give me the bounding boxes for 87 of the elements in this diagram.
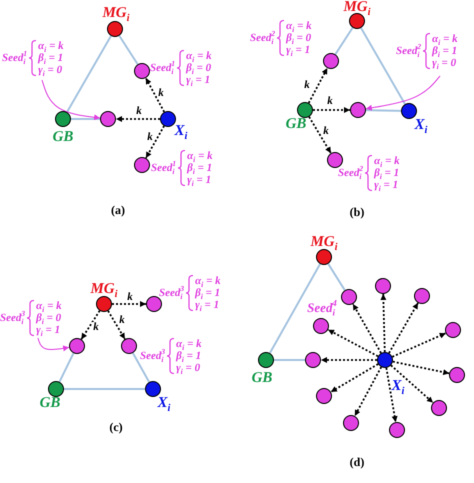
node-label: MG$_{i}$: [310, 234, 338, 250]
edge-label: k: [126, 292, 134, 302]
node-label: X$_{i}$: [174, 124, 188, 138]
dotted-arrow: [145, 78, 165, 112]
leader-arrow: [42, 80, 101, 120]
node-label: X$_{i}$: [392, 378, 404, 394]
dotted-arrow: [308, 68, 328, 104]
equation: α$_{i}$ = k: [36, 300, 62, 312]
equation: β$_{i}$ = 1: [195, 287, 221, 299]
dotted-arrow: [328, 328, 378, 358]
equation: α$_{i}$ = k: [187, 150, 213, 162]
equation: γ$_{i}$ = 1: [186, 74, 212, 86]
connector-line: [274, 359, 305, 361]
equation: β$_{i}$ = 1: [38, 52, 64, 64]
equation: γ$_{i}$ = 0: [432, 57, 458, 69]
connector-line: [327, 263, 346, 291]
connector-line: [366, 109, 402, 112]
connector-line: [71, 118, 100, 120]
equation: γ$_{i}$ = 1: [374, 179, 400, 191]
equation: α$_{i}$ = k: [195, 275, 221, 287]
node-label: GB: [252, 370, 272, 386]
equation: β$_{i}$ = 1: [187, 162, 213, 174]
edge-label: k: [146, 132, 154, 142]
node-label: X$_{i}$: [414, 118, 428, 132]
edge-label: k: [322, 126, 330, 136]
dotted-arrow: [116, 116, 160, 122]
edge-label: k: [92, 322, 100, 332]
dotted-arrow: [107, 310, 126, 340]
equation: β$_{i}$ = 0: [36, 312, 62, 324]
equation: β$_{i}$ = 1: [432, 45, 458, 57]
dotted-arrow: [392, 360, 450, 376]
node-label: X$_{i}$: [158, 396, 170, 410]
dotted-arrow: [352, 304, 382, 354]
connector-line: [66, 35, 112, 113]
equation: γ$_{i}$ = 1: [36, 324, 62, 336]
equation: γ$_{i}$ = 1: [187, 174, 212, 186]
dotted-arrow: [392, 332, 446, 358]
panel-caption: (b): [350, 206, 364, 218]
equation: α$_{i}$ = k: [374, 155, 400, 167]
connector-line: [132, 352, 150, 382]
dotted-arrow: [112, 301, 146, 307]
leader-arrow: [38, 338, 70, 352]
equation: β$_{i}$ = 1: [374, 167, 400, 179]
edge-label: k: [135, 106, 143, 116]
connector-line: [64, 388, 145, 390]
edge-label: k: [118, 314, 126, 326]
equation: γ$_{i}$ = 1: [195, 299, 220, 311]
connector-line: [58, 352, 74, 382]
edge-label: k: [157, 88, 165, 98]
equation: γ$_{i}$ = 1: [286, 44, 312, 56]
leader-arrow: [365, 76, 440, 111]
equation: α$_{i}$ = k: [38, 40, 64, 52]
equation: α$_{i}$ = k: [176, 338, 202, 350]
dotted-arrow: [380, 294, 386, 352]
panel-caption: (d): [350, 456, 364, 468]
connector-line: [334, 27, 354, 55]
dotted-arrow: [308, 116, 332, 154]
equation: β$_{i}$ = 0: [186, 62, 212, 74]
equation: γ$_{i}$ = 0: [38, 64, 64, 76]
panel-caption: (a): [111, 204, 125, 216]
connector-line: [360, 27, 406, 105]
edge-label: k: [303, 80, 311, 90]
equation: α$_{i}$ = k: [432, 33, 458, 45]
dotted-arrow: [388, 302, 419, 354]
equation: γ$_{i}$ = 0: [176, 362, 202, 374]
node-label: GB: [286, 116, 306, 132]
node-label: GB: [40, 396, 60, 410]
panel-caption: (c): [109, 421, 123, 433]
node-label: GB: [52, 130, 74, 144]
edge-label: k: [326, 96, 334, 106]
dotted-arrow: [354, 366, 382, 416]
dotted-arrow: [390, 364, 434, 404]
dotted-arrow: [145, 126, 165, 158]
dotted-arrow: [80, 310, 100, 340]
dotted-arrow: [330, 363, 379, 393]
equation: β$_{i}$ = 0: [286, 32, 312, 44]
dotted-arrow: [385, 368, 398, 422]
equation: α$_{i}$ = k: [286, 20, 312, 32]
equation: β$_{i}$ = 1: [176, 350, 202, 362]
node-label: MG$_{i}$: [102, 6, 130, 20]
dotted-arrow: [313, 107, 350, 113]
dotted-arrow: [321, 357, 377, 363]
connector-line: [269, 263, 321, 354]
connector-line: [118, 35, 139, 65]
node-label: MG$_{i}$: [90, 282, 118, 296]
node-label: MG$_{i}$: [343, 0, 371, 14]
equation: α$_{i}$ = k: [186, 50, 212, 62]
